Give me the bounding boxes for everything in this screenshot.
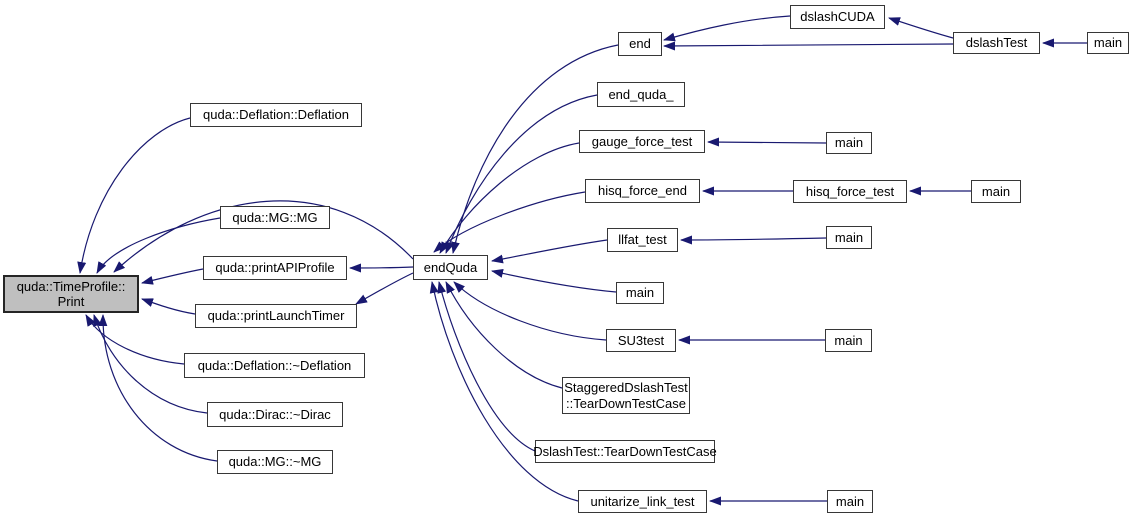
node-dslashtest[interactable]: dslashTest (953, 32, 1040, 54)
edge-llfat_test-to-endquda (491, 239, 608, 264)
edge-dslashtest-to-end (663, 41, 954, 51)
edge-main_llfat-to-llfat_test (680, 235, 827, 245)
edge-mg_ctor-to-print (96, 217, 221, 274)
node-endquda[interactable]: endQuda (413, 255, 488, 280)
node-llfat_test[interactable]: llfat_test (607, 228, 678, 252)
node-deflation_dtor[interactable]: quda::Deflation::~Deflation (184, 353, 365, 378)
node-dslashcuda[interactable]: dslashCUDA (790, 5, 885, 29)
node-gauge_force_test[interactable]: gauge_force_test (579, 130, 705, 153)
edge-deflation_ctor-to-print (77, 117, 191, 274)
edge-dslash_teardown-to-endquda (437, 281, 536, 452)
node-hisq_force_end[interactable]: hisq_force_end (585, 179, 700, 203)
edge-endquda-to-print_api (349, 263, 414, 273)
edge-deflation_dtor-to-print (85, 314, 185, 365)
edge-unitarize-to-endquda (429, 281, 579, 502)
node-main_hisq[interactable]: main (971, 180, 1021, 203)
node-dslash_teardown[interactable]: DslashTest::TearDownTestCase (533, 440, 717, 463)
node-main_dslash[interactable]: main (1087, 32, 1129, 54)
node-print_launch[interactable]: quda::printLaunchTimer (195, 304, 357, 328)
edge-print_api-to-print (141, 268, 204, 285)
node-print: quda::TimeProfile:: Print (3, 275, 139, 313)
edge-staggered_teardown-to-endquda (445, 281, 563, 389)
edge-endquda-to-print_launch (355, 272, 414, 305)
node-print_api[interactable]: quda::printAPIProfile (203, 256, 347, 280)
edge-dirac_dtor-to-print (93, 314, 208, 414)
node-su3test[interactable]: SU3test (606, 329, 676, 352)
node-hisq_force_test[interactable]: hisq_force_test (793, 180, 907, 203)
node-dirac_dtor[interactable]: quda::Dirac::~Dirac (207, 402, 343, 427)
edge-main_direct-to-endquda (491, 268, 617, 293)
node-staggered_teardown[interactable]: StaggeredDslashTest ::TearDownTestCase (562, 377, 690, 414)
node-mg_dtor[interactable]: quda::MG::~MG (217, 450, 333, 474)
node-end[interactable]: end (618, 32, 662, 56)
edge-print_launch-to-print (141, 298, 196, 315)
node-main_gauge[interactable]: main (826, 132, 872, 154)
edge-gauge_force_test-to-endquda (439, 142, 580, 254)
edge-dslashtest-to-dslashcuda (888, 17, 954, 39)
edge-hisq_force_end-to-endquda (433, 191, 586, 253)
node-main_llfat[interactable]: main (826, 226, 872, 249)
node-mg_ctor[interactable]: quda::MG::MG (220, 206, 330, 229)
edge-su3test-to-endquda (453, 281, 607, 341)
node-main_unitarize[interactable]: main (827, 490, 873, 513)
node-deflation_ctor[interactable]: quda::Deflation::Deflation (190, 103, 362, 127)
node-main_su3[interactable]: main (825, 329, 872, 352)
edge-endquda-to-print (113, 200, 414, 273)
node-unitarize[interactable]: unitarize_link_test (578, 490, 707, 513)
node-main_direct[interactable]: main (616, 282, 664, 304)
edge-dslashcuda-to-end (663, 15, 791, 42)
edge-main_gauge-to-gauge_force_test (707, 137, 827, 147)
node-end_quda[interactable]: end_quda_ (597, 82, 685, 107)
edge-mg_dtor-to-print (98, 314, 218, 462)
